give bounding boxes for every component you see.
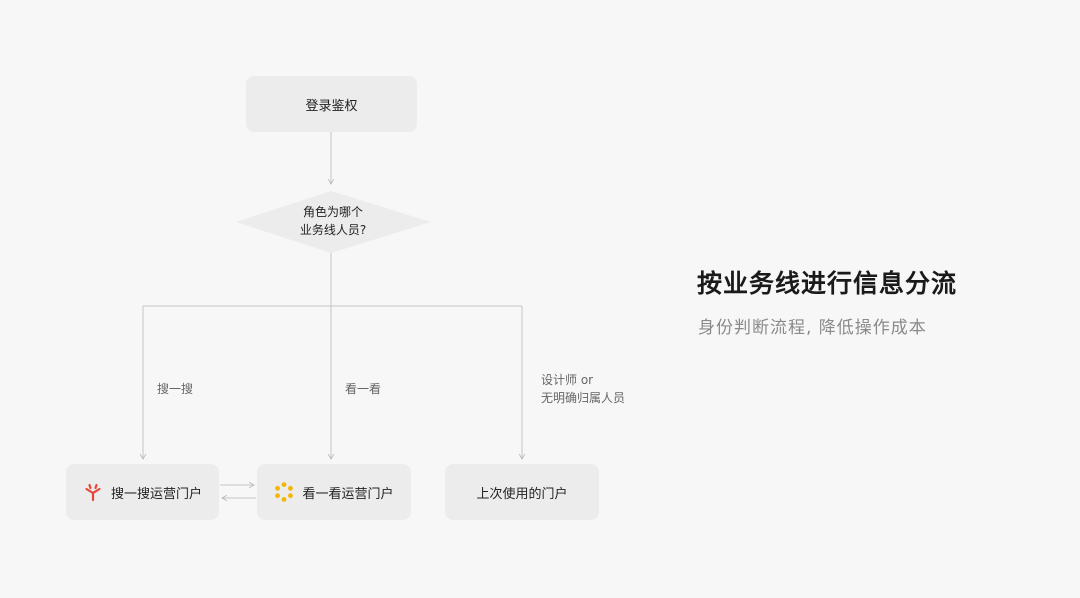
section-title: 按业务线进行信息分流 bbox=[697, 269, 958, 298]
last-used-portal-node: 上次使用的门户 bbox=[445, 464, 599, 520]
search-portal-node: 搜一搜运营门户 bbox=[66, 464, 219, 520]
look-portal-label: 看一看运营门户 bbox=[302, 486, 394, 502]
red-sparkle-icon bbox=[83, 482, 103, 502]
branch-label-designer: 设计师 or 无明确归属人员 bbox=[541, 371, 625, 407]
last-used-portal-label: 上次使用的门户 bbox=[476, 486, 568, 502]
section-subtitle: 身份判断流程, 降低操作成本 bbox=[698, 318, 927, 338]
search-portal-label: 搜一搜运营门户 bbox=[110, 486, 202, 502]
decision-diamond bbox=[236, 191, 431, 253]
decision-label: 角色为哪个 业务线人员? bbox=[236, 200, 430, 242]
branch-label-designer-line1: 设计师 or bbox=[541, 373, 594, 387]
branch-label-designer-line2: 无明确归属人员 bbox=[541, 391, 626, 405]
yellow-hexagon-icon bbox=[274, 482, 294, 502]
decision-label-line2: 业务线人员? bbox=[299, 223, 367, 237]
login-auth-node: 登录鉴权 bbox=[246, 76, 417, 132]
branch-label-search: 搜一搜 bbox=[157, 382, 194, 396]
decision-label-line1: 角色为哪个 bbox=[302, 205, 363, 219]
login-auth-label: 登录鉴权 bbox=[305, 98, 358, 114]
look-portal-node: 看一看运营门户 bbox=[257, 464, 411, 520]
branch-label-look: 看一看 bbox=[345, 382, 382, 396]
